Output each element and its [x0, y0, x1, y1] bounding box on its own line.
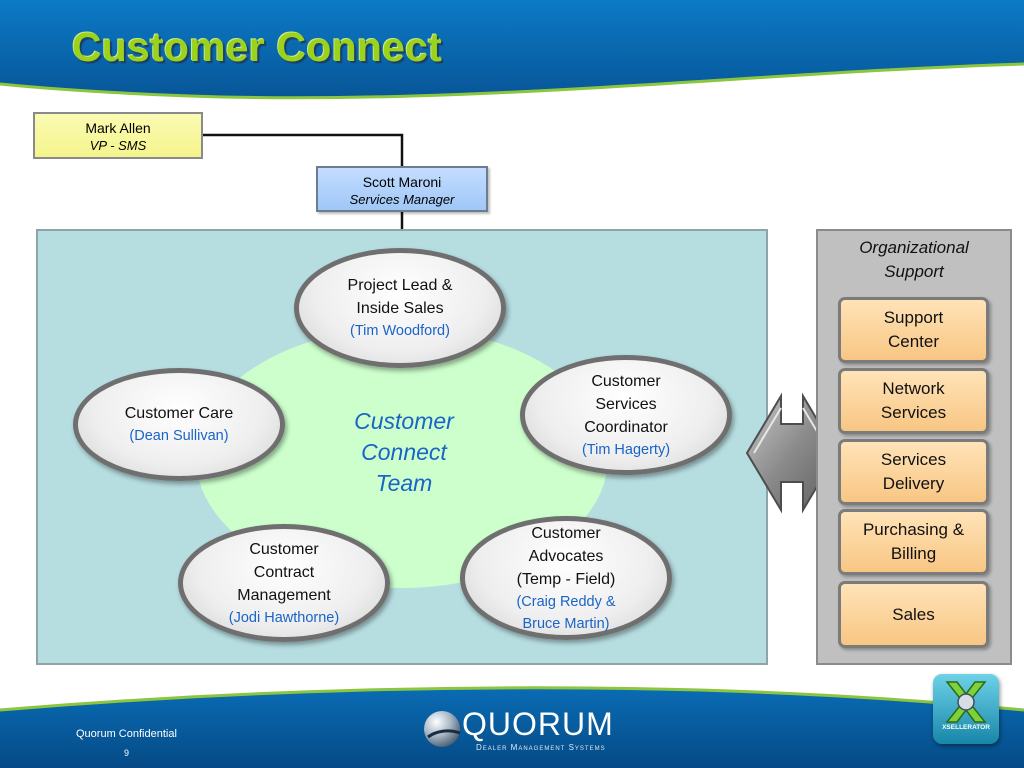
- team-label-line: Customer: [354, 408, 454, 434]
- member-role-line: Contract: [253, 563, 315, 581]
- member-name: (Tim Woodford): [350, 323, 450, 339]
- vp-name: Mark Allen: [85, 120, 151, 136]
- member-name: (Dean Sullivan): [129, 428, 229, 444]
- support-item-line: Support: [883, 308, 944, 327]
- quorum-logo: QUORUM Dealer Management Systems: [420, 703, 620, 759]
- header-banner: [0, 0, 1024, 100]
- member-role-line: Customer: [249, 540, 319, 558]
- member-role-line: Customer: [531, 524, 601, 542]
- quorum-globe-icon: [424, 711, 461, 747]
- team-label-line: Connect: [361, 439, 447, 465]
- quorum-tagline: Dealer Management Systems: [476, 743, 606, 752]
- member-role-line: Advocates: [528, 547, 604, 565]
- xsellerator-badge: XSELLERATOR: [933, 674, 999, 744]
- support-item-purchasing-billing: Purchasing & Billing: [838, 509, 989, 575]
- slide-title: Customer Connect: [72, 24, 442, 70]
- team-member-services-coordinator: Customer Services Coordinator (Tim Hager…: [520, 355, 732, 475]
- team-member-customer-care: Customer Care (Dean Sullivan): [73, 368, 285, 481]
- member-name: (Tim Hagerty): [581, 441, 671, 458]
- support-item-line: Billing: [890, 544, 937, 563]
- team-member-customer-advocates: Customer Advocates (Temp - Field) (Craig…: [460, 516, 672, 640]
- support-item-line: Center: [887, 332, 939, 351]
- member-name: (Craig Reddy &: [516, 593, 616, 610]
- support-item-line: Network: [882, 379, 945, 398]
- footer-banner: [0, 686, 1024, 768]
- support-item-sales: Sales: [838, 581, 989, 648]
- manager-name: Scott Maroni: [362, 174, 442, 190]
- team-label-line: Team: [375, 470, 433, 496]
- vp-title: VP - SMS: [89, 138, 147, 153]
- member-role-line: Coordinator: [584, 418, 668, 436]
- support-item-line: Services: [880, 450, 947, 469]
- team-label: Customer Connect Team: [326, 406, 482, 499]
- support-item-line: Sales: [892, 604, 935, 624]
- quorum-wordmark: QUORUM: [462, 706, 614, 742]
- xsellerator-label: XSELLERATOR: [942, 724, 990, 731]
- team-member-project-lead: Project Lead & Inside Sales (Tim Woodfor…: [294, 248, 506, 368]
- support-item-line: Delivery: [882, 474, 945, 493]
- member-name: Bruce Martin): [522, 615, 610, 632]
- support-item-line: Services: [880, 403, 947, 422]
- support-title-line: Organizational: [859, 238, 969, 257]
- footer-confidential: Quorum Confidential: [76, 728, 177, 740]
- support-item-line: Purchasing &: [862, 520, 965, 539]
- member-role-line: Customer Care: [124, 405, 234, 422]
- member-role-line: Inside Sales: [356, 300, 444, 317]
- member-role-line: Services: [595, 395, 657, 413]
- manager-box: Scott Maroni Services Manager: [316, 166, 488, 212]
- page-number: 9: [124, 748, 130, 758]
- member-role-line: Project Lead &: [347, 277, 453, 294]
- vp-box: Mark Allen VP - SMS: [33, 112, 203, 159]
- member-role-line: Management: [237, 586, 331, 604]
- member-name: (Jodi Hawthorne): [228, 609, 340, 626]
- member-role-line: Customer: [591, 372, 661, 390]
- team-member-contract-management: Customer Contract Management (Jodi Hawth…: [178, 524, 390, 642]
- support-title: Organizational Support: [816, 236, 1012, 284]
- manager-title: Services Manager: [349, 192, 455, 207]
- xsellerator-x-icon: [945, 681, 987, 723]
- member-role-line: (Temp - Field): [516, 570, 616, 588]
- support-title-line: Support: [884, 262, 944, 281]
